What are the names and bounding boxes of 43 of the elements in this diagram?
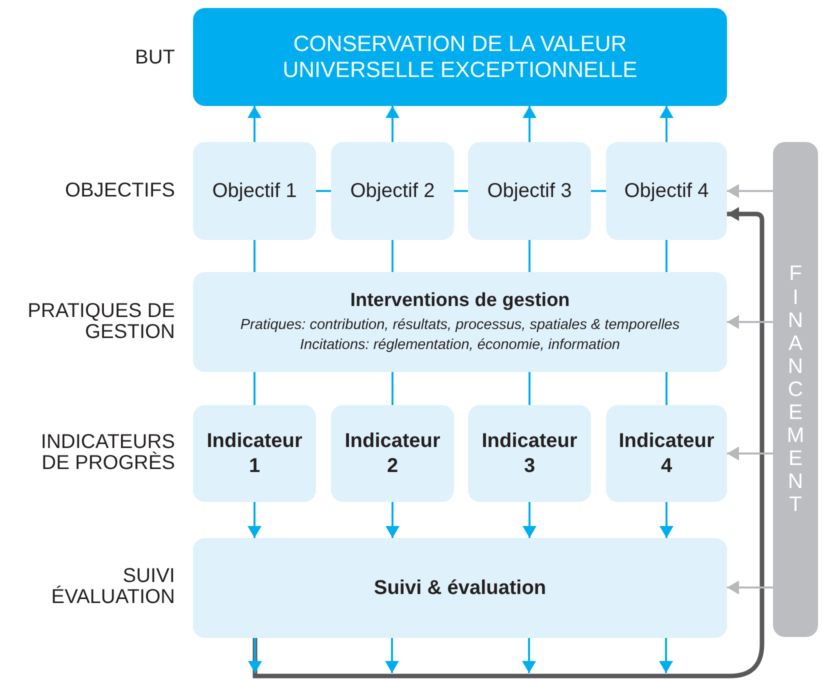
arrow (660, 502, 674, 538)
objective-text: Objectif 4 (624, 178, 709, 204)
arrow (727, 580, 773, 594)
row-label: OBJECTIFS (64, 180, 175, 202)
funding-bar (773, 142, 818, 637)
objective-box (331, 142, 454, 240)
arrow (248, 502, 262, 538)
arrow (522, 106, 536, 142)
row-label: SUIVI ÉVALUATION (50, 566, 175, 608)
row-label: PRATIQUES DE GESTION (26, 301, 175, 343)
indicator-box (331, 405, 454, 502)
indicator-box (468, 405, 591, 502)
indicator-text: Indicateur 1 (206, 428, 304, 478)
arrow (522, 502, 536, 538)
management-box (193, 272, 727, 372)
arrow (386, 106, 400, 142)
row-label: BUT (134, 48, 175, 68)
objective-text: Objectif 3 (487, 178, 572, 204)
objective-text: Objectif 1 (212, 178, 297, 204)
funding-text: FINANCEMENT (786, 262, 804, 517)
objective-box (468, 142, 591, 240)
indicator-box (193, 405, 316, 502)
box-heading: Interventions de gestion (350, 290, 570, 313)
indicator-text: Indicateur 2 (344, 428, 442, 478)
monitoring-text: Suivi & évaluation (374, 576, 546, 600)
indicator-text: Indicateur 4 (618, 428, 716, 478)
objective-box (606, 142, 727, 240)
objective-text: Objectif 2 (350, 178, 435, 204)
arrow (386, 502, 400, 538)
row-label: INDICATEURS DE PROGRÈS (40, 432, 175, 474)
indicator-box (606, 405, 727, 502)
box-description: Incitations: réglementation, économie, information (300, 336, 620, 356)
arrow (660, 106, 674, 142)
arrow (727, 315, 773, 329)
arrow (727, 446, 773, 460)
arrow (727, 184, 773, 198)
goal-text: CONSERVATION DE LA VALEUR UNIVERSELLE EXCEPTIONNELLE (282, 30, 638, 84)
goal-box (193, 8, 727, 106)
box-description: Pratiques: contribution, résultats, processus, spatiales & temporelles (240, 316, 680, 334)
objective-box (193, 142, 316, 240)
indicator-text: Indicateur 3 (480, 428, 578, 478)
arrow (248, 106, 262, 142)
monitoring-box (193, 538, 727, 638)
